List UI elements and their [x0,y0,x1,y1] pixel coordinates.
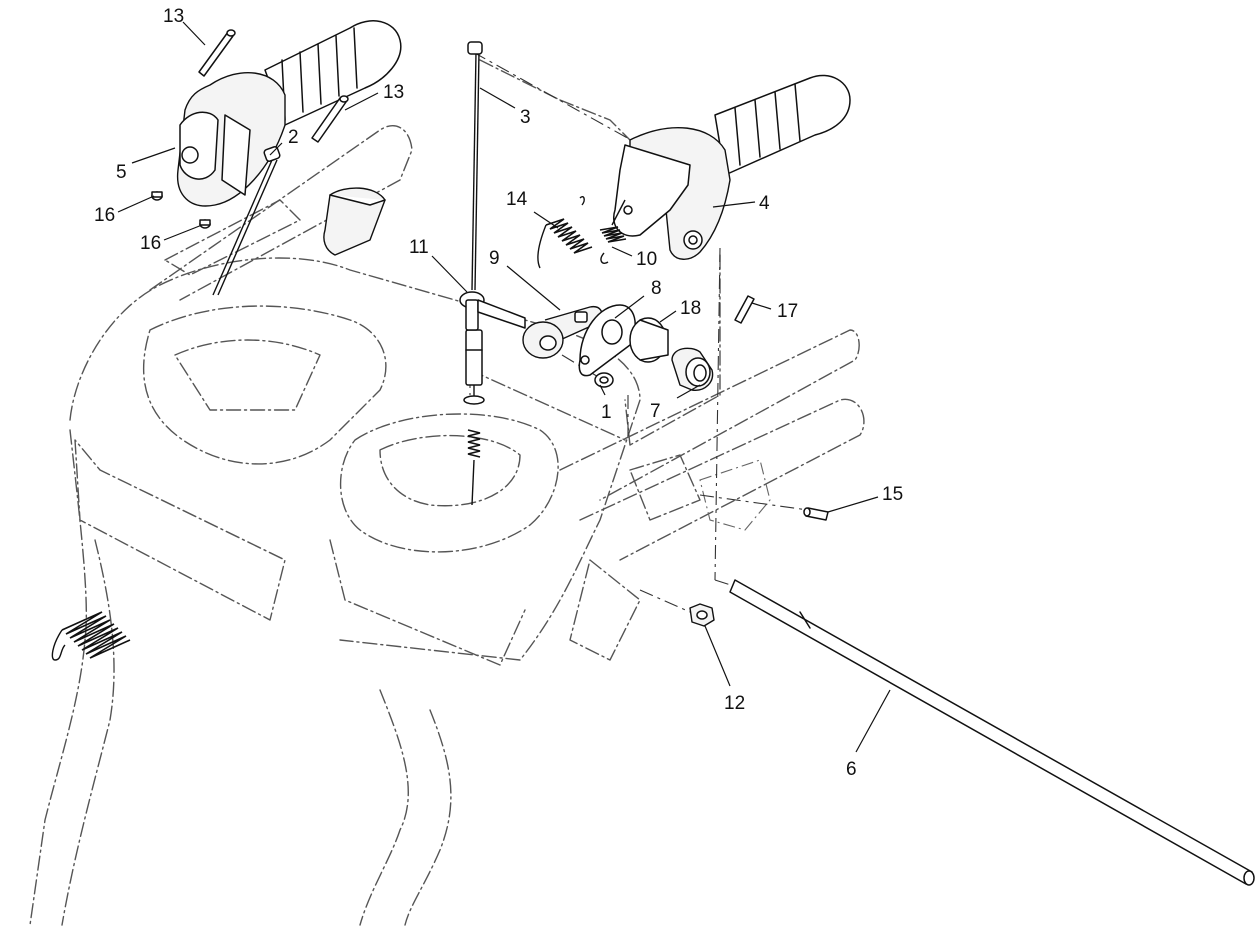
callout-14: 14 [506,189,528,210]
washer-1 [594,372,614,388]
callout-1: 1 [601,402,612,423]
callout-labels: 13 13 2 3 5 4 16 16 14 11 9 10 8 18 17 1… [94,6,903,780]
left-handle-grip [176,20,402,207]
bushing-7 [671,347,714,391]
callout-2: 2 [288,127,299,148]
right-handle-grip [613,74,851,260]
callout-13-right: 13 [383,82,404,103]
callout-3: 3 [520,107,531,128]
callout-5: 5 [116,162,127,183]
callout-11: 11 [409,237,429,258]
cable-2 [212,146,281,296]
callout-8: 8 [651,278,662,299]
pin-17 [734,295,755,324]
bushing-18 [629,317,669,363]
cable-end-11 [459,291,526,331]
pin-13-right [311,95,349,143]
plate-8 [578,304,636,377]
callout-9: 9 [489,248,500,269]
bushing-16-a [151,191,163,201]
callout-7: 7 [650,401,661,422]
control-knob [323,187,386,256]
callout-4: 4 [759,193,770,214]
rod-3 [467,41,483,291]
callout-13-top: 13 [163,6,184,27]
shaft-6 [729,579,1255,886]
handle-frame-outline [29,59,865,926]
lower-cable [463,329,485,506]
callout-10: 10 [636,249,657,270]
callout-6: 6 [846,759,857,780]
callout-17: 17 [777,301,798,322]
pin-15 [803,507,829,521]
bushing-16-b [199,219,211,229]
spring-14 [537,196,593,269]
nut-12 [689,603,715,627]
leader-lines [117,21,891,753]
callout-16-a: 16 [94,205,115,226]
spring-10 [599,199,627,264]
frame-spring [51,611,131,661]
callout-12: 12 [724,693,745,714]
callout-18: 18 [680,298,701,319]
callout-15: 15 [882,484,903,505]
callout-16-b: 16 [140,233,161,254]
pin-13-upper [198,29,236,77]
link-9 [522,305,603,359]
